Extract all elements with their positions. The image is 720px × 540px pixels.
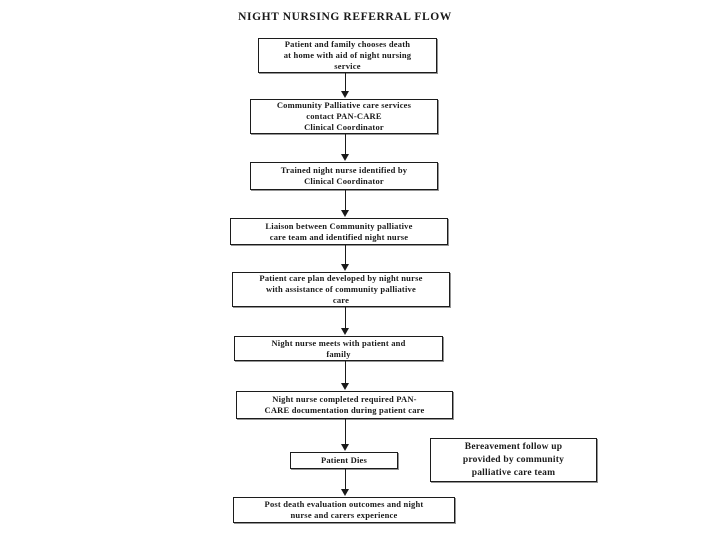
- flow-box-patient-choice: Patient and family chooses death at home…: [258, 38, 437, 73]
- arrow-shaft: [344, 361, 346, 384]
- flow-box-liaison: Liaison between Community palliative car…: [230, 218, 448, 245]
- arrow-shaft: [344, 73, 346, 92]
- arrow-shaft: [344, 307, 346, 329]
- flow-box-nurse-meets-family: Night nurse meets with patient and famil…: [234, 336, 443, 361]
- down-arrow-connector-4: [341, 245, 350, 271]
- flow-box-contact-pancare: Community Palliative care services conta…: [250, 99, 438, 134]
- arrow-head-icon: [341, 264, 349, 271]
- arrow-head-icon: [341, 91, 349, 98]
- flow-box-documentation: Night nurse completed required PAN- CARE…: [236, 391, 453, 419]
- arrow-head-icon: [341, 210, 349, 217]
- down-arrow-connector-8: [341, 468, 350, 496]
- down-arrow-connector-5: [341, 307, 350, 335]
- down-arrow-connector-2: [341, 134, 350, 161]
- arrow-shaft: [344, 245, 346, 265]
- down-arrow-connector-7: [341, 419, 350, 451]
- arrow-shaft: [344, 134, 346, 155]
- down-arrow-connector-1: [341, 73, 350, 98]
- arrow-shaft: [344, 468, 346, 490]
- arrow-shaft: [344, 419, 346, 445]
- flow-box-bereavement-follow-up: Bereavement follow up provided by commun…: [430, 438, 597, 482]
- arrow-head-icon: [341, 489, 349, 496]
- flow-box-care-plan: Patient care plan developed by night nur…: [232, 272, 450, 307]
- flow-box-patient-dies: Patient Dies: [290, 452, 398, 469]
- flow-box-nurse-identified: Trained night nurse identified by Clinic…: [250, 162, 438, 190]
- arrow-shaft: [344, 190, 346, 211]
- flow-box-post-death-evaluation: Post death evaluation outcomes and night…: [233, 497, 455, 523]
- arrow-head-icon: [341, 383, 349, 390]
- arrow-head-icon: [341, 444, 349, 451]
- arrow-head-icon: [341, 154, 349, 161]
- flowchart-title: NIGHT NURSING REFERRAL FLOW: [238, 11, 452, 23]
- down-arrow-connector-6: [341, 361, 350, 390]
- down-arrow-connector-3: [341, 190, 350, 217]
- arrow-head-icon: [341, 328, 349, 335]
